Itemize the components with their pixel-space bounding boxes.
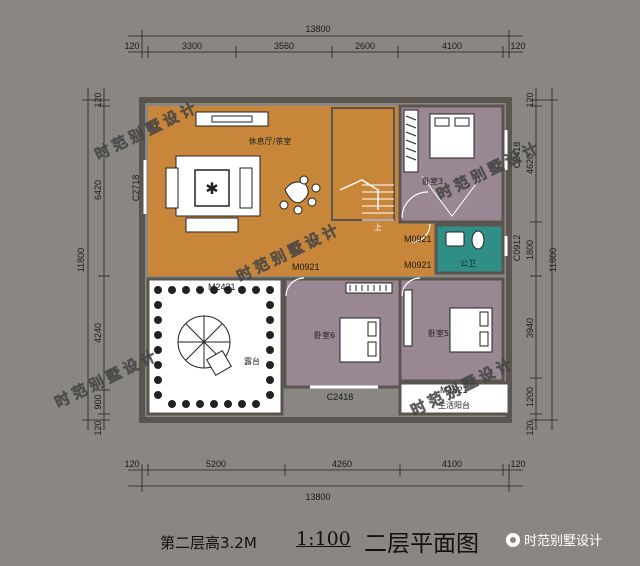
bottom-dim-2: 5200 <box>206 459 226 469</box>
floor-height-label: 第二层高3.2M <box>160 534 257 552</box>
stair-treads <box>362 184 394 221</box>
pillow-bedroom5-b <box>479 331 489 347</box>
bottom-dimension-lines <box>128 464 523 492</box>
coffee-table <box>194 169 230 207</box>
pillow-bedroom3-a <box>434 117 450 127</box>
bathroom-label: 公卫 <box>460 259 476 268</box>
bottom-dim-3: 4260 <box>332 459 352 469</box>
top-dim-5: 4100 <box>442 41 462 51</box>
right-dim-2: 4620 <box>525 154 535 174</box>
right-total-dim: 11800 <box>548 248 558 272</box>
top-dim-3: 3560 <box>274 41 294 51</box>
window-c2418-bottom-label: C2418 <box>327 392 354 402</box>
watermark-4: 时范别墅设计 <box>52 345 162 411</box>
plan-title: 二层平面图 <box>364 531 479 557</box>
left-dim-3: 4240 <box>93 323 103 343</box>
top-dim-4: 2600 <box>355 41 375 51</box>
wardrobe-bedroom3 <box>403 109 419 173</box>
stair-block <box>331 107 395 221</box>
left-dimension-lines <box>82 88 110 430</box>
door-m0921-b-label: M0921 <box>404 260 432 270</box>
windows <box>143 130 508 389</box>
bedroom6-label: 卧室6 <box>314 330 335 340</box>
bedroom3-view-lines <box>421 175 483 217</box>
wechat-icon <box>506 532 520 547</box>
balcony-floor <box>398 381 511 416</box>
top-dim-6: 120 <box>510 41 525 51</box>
top-dimension-lines <box>128 30 523 58</box>
terrace-label: 露台 <box>244 356 260 366</box>
umbrella-icon <box>177 315 232 376</box>
basin-icon <box>445 231 465 247</box>
bathroom-floor <box>434 223 505 275</box>
bottom-total-dim: 13800 <box>305 492 330 502</box>
wardrobe-hangers-bedroom6 <box>349 285 387 291</box>
right-dim-5: 1200 <box>525 387 535 407</box>
sofa-bottom <box>185 217 239 233</box>
sofa-right <box>239 167 253 209</box>
toilet-icon <box>471 230 485 250</box>
scale-label: 1:100 <box>296 528 351 550</box>
lounge-label: 休息厅/茶室 <box>249 136 292 146</box>
brand-label: 时范别墅设计 <box>524 534 603 549</box>
tv-icon <box>211 115 253 123</box>
bottom-dim-1: 120 <box>124 459 139 469</box>
bottom-dim-4: 4100 <box>442 459 462 469</box>
pillow-bedroom3-b <box>454 117 470 127</box>
brand: 时范别墅设计 <box>506 530 602 549</box>
right-dim-6: 120 <box>525 420 535 435</box>
door-swings <box>285 191 431 297</box>
window-c0912-label: C0912 <box>512 235 522 262</box>
door-m2421-label: M2421 <box>208 282 236 292</box>
bedroom5-label: 卧室5 <box>428 328 449 338</box>
wardrobe-bedroom6 <box>345 282 393 294</box>
right-dim-4: 3940 <box>525 318 535 338</box>
wardrobe-bedroom5 <box>403 289 413 347</box>
bedroom3-label: 卧室3 <box>422 176 443 186</box>
bottom-dim-5: 120 <box>510 459 525 469</box>
left-total-dim: 11800 <box>76 248 86 272</box>
sofa-left <box>165 167 179 209</box>
left-dim-1: 120 <box>93 92 103 107</box>
wardrobe-hangers-bedroom3 <box>405 115 417 161</box>
plant-icon: ✱ <box>205 179 218 198</box>
exterior-wall <box>139 97 512 423</box>
top-total-dim: 13800 <box>305 24 330 34</box>
top-dim-2: 3300 <box>182 41 202 51</box>
balcony-label: 生活阳台 <box>438 400 470 410</box>
right-dim-3: 1800 <box>525 240 535 260</box>
tea-set-icon <box>279 175 321 215</box>
door-m0921-c-label: M0921 <box>292 262 320 272</box>
right-dim-1: 120 <box>525 92 535 107</box>
left-dim-2: 6420 <box>93 180 103 200</box>
door-m0921-a-label: M0921 <box>404 234 432 244</box>
window-c2718-label: C2718 <box>131 175 141 202</box>
corridor-lower-floor <box>285 256 403 276</box>
top-dim-1: 120 <box>124 41 139 51</box>
pillow-bedroom6-a <box>367 321 377 337</box>
stair-up-label: 上 <box>374 223 382 232</box>
pillow-bedroom5-a <box>479 311 489 327</box>
window-c2418-right-label: C2418 <box>512 142 522 169</box>
terrace-planters <box>154 286 274 408</box>
right-dimension-lines <box>530 88 558 430</box>
door-m1821-label: M1821 <box>440 385 468 395</box>
left-dim-5: 120 <box>93 420 103 435</box>
left-dim-4: 900 <box>93 394 103 409</box>
pillow-bedroom6-b <box>367 341 377 357</box>
